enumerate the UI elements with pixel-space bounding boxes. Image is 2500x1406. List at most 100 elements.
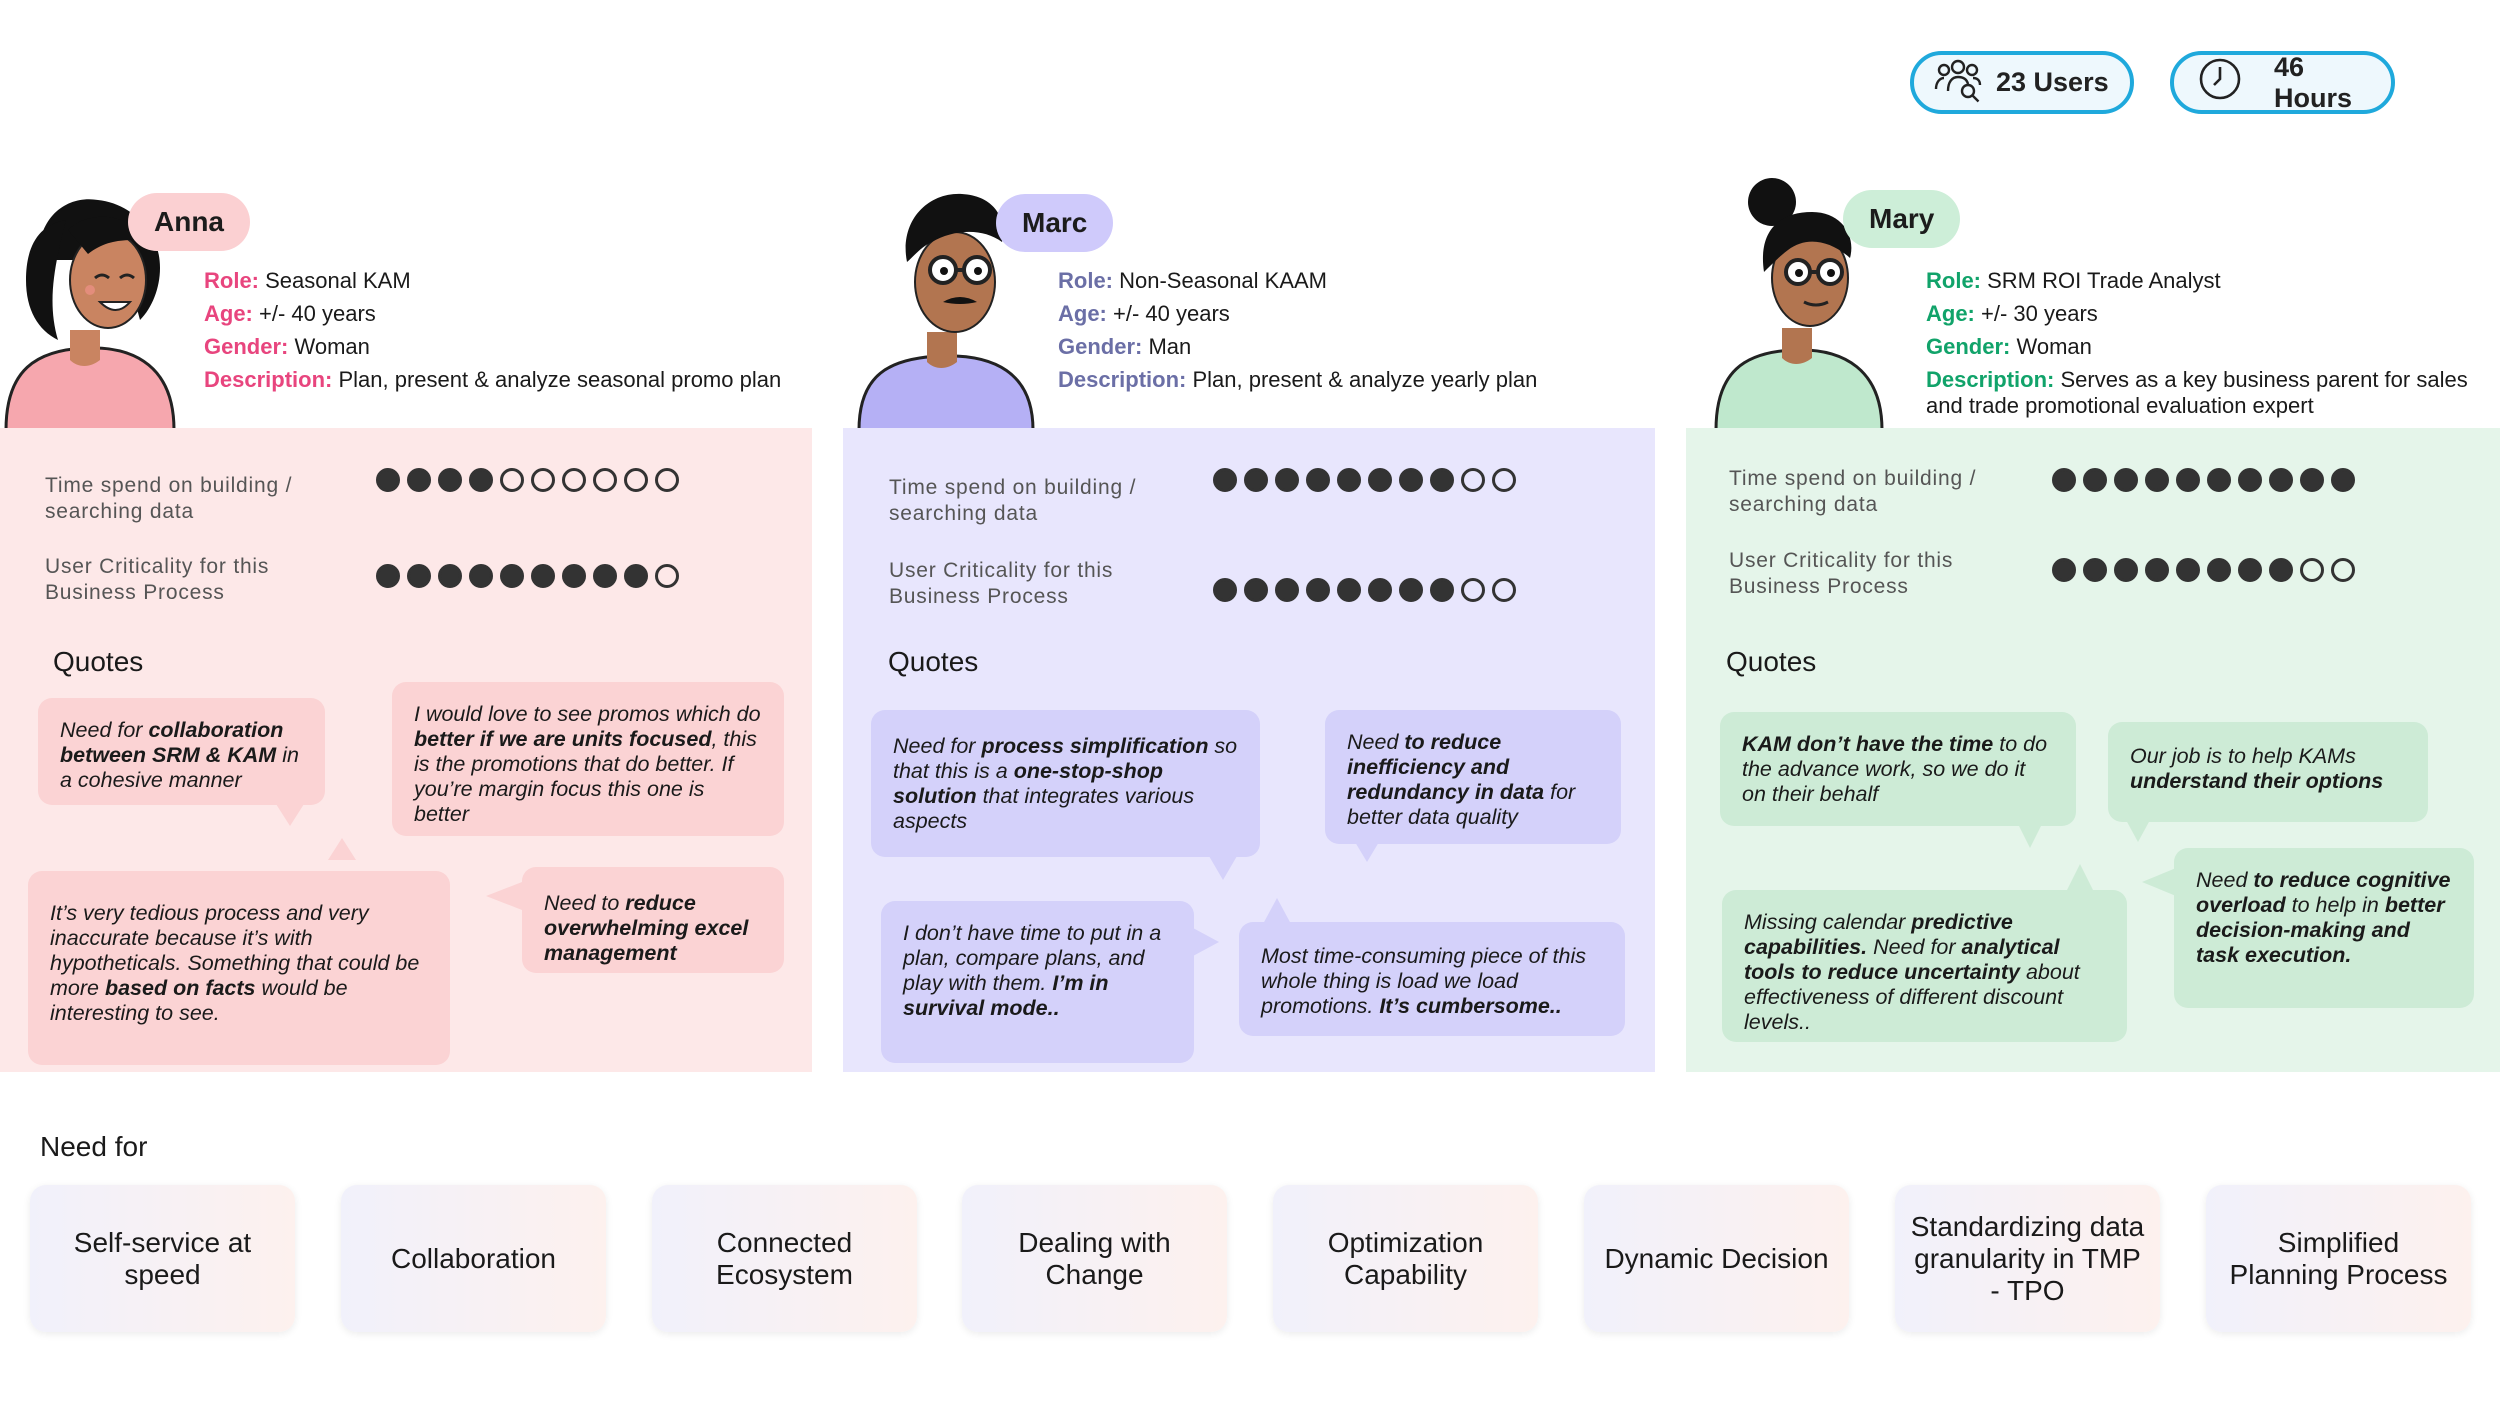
- gender-key: Gender:: [1926, 334, 2011, 359]
- quotes-heading: Quotes: [53, 646, 144, 677]
- rating-dot-filled: [407, 468, 431, 492]
- need-for-card: Standardizing data granularity in TMP - …: [1895, 1185, 2160, 1332]
- mary-name: Mary: [1869, 203, 1935, 234]
- rating-dot-filled: [1399, 578, 1423, 602]
- mary-time-dots: [2052, 468, 2355, 492]
- need-for-card: Self-service at speed: [30, 1185, 295, 1332]
- marc-time-dots: [1213, 468, 1516, 492]
- rating-dot-filled: [2176, 468, 2200, 492]
- rating-dot-empty: [500, 468, 524, 492]
- gender-key: Gender:: [204, 334, 289, 359]
- anna-description: Plan, present & analyze seasonal promo p…: [338, 367, 782, 392]
- rating-dot-filled: [1213, 578, 1237, 602]
- need-for-card: Dealing with Change: [962, 1185, 1227, 1332]
- need-for-card: Optimization Capability: [1273, 1185, 1538, 1332]
- rating-dot-filled: [2052, 468, 2076, 492]
- rating-dot-filled: [2176, 558, 2200, 582]
- rating-dot-filled: [1306, 578, 1330, 602]
- quote-bubble: Need for process simplification so that …: [871, 710, 1260, 857]
- rating-dot-empty: [562, 468, 586, 492]
- quote-bubble: Missing calendar predictive capabilities…: [1722, 890, 2127, 1042]
- rating-dot-filled: [1244, 578, 1268, 602]
- quotes-heading: Quotes: [1726, 646, 1817, 677]
- rating-dot-empty: [1492, 468, 1516, 492]
- anna-info: Role: Seasonal KAM Age: +/- 40 years Gen…: [204, 264, 824, 396]
- description-key: Description:: [204, 367, 333, 392]
- anna-name: Anna: [154, 206, 224, 237]
- quotes-heading: Quotes: [888, 646, 979, 677]
- marc-panel: Time spend on building / searching data …: [843, 428, 1655, 1072]
- description-key: Description:: [1058, 367, 1187, 392]
- users-stat-badge: 23 Users: [1910, 51, 2134, 114]
- rating-dot-filled: [2083, 468, 2107, 492]
- rating-dot-filled: [376, 468, 400, 492]
- anna-criticality-dots: [376, 564, 679, 588]
- quote-bubble: Need to reduce overwhelming excel manage…: [522, 867, 784, 973]
- rating-dot-filled: [2083, 558, 2107, 582]
- anna-name-pill: Anna: [128, 193, 250, 251]
- rating-dot-filled: [2331, 468, 2355, 492]
- rating-dot-filled: [2207, 468, 2231, 492]
- users-stat-label: 23 Users: [1996, 67, 2109, 97]
- rating-dot-filled: [438, 468, 462, 492]
- hours-stat-label: 46 Hours: [2274, 51, 2353, 113]
- rating-dot-filled: [2114, 558, 2138, 582]
- rating-dot-empty: [655, 564, 679, 588]
- rating-dot-filled: [1430, 578, 1454, 602]
- rating-dot-empty: [2331, 558, 2355, 582]
- marc-criticality-dots: [1213, 578, 1516, 602]
- rating-dot-filled: [407, 564, 431, 588]
- rating-dot-filled: [2207, 558, 2231, 582]
- rating-dot-filled: [562, 564, 586, 588]
- rating-dot-filled: [1368, 468, 1392, 492]
- rating-dot-filled: [1399, 468, 1423, 492]
- metric-criticality-label: User Criticality for this Business Proce…: [889, 559, 1114, 608]
- anna-panel: Time spend on building / searching data …: [0, 428, 812, 1072]
- rating-dot-filled: [1306, 468, 1330, 492]
- rating-dot-filled: [2300, 468, 2324, 492]
- rating-dot-filled: [2238, 558, 2262, 582]
- users-search-icon: [1934, 55, 1982, 110]
- quote-bubble: Need for collaboration between SRM & KAM…: [38, 698, 325, 805]
- rating-dot-empty: [1461, 578, 1485, 602]
- rating-dot-filled: [1368, 578, 1392, 602]
- mary-avatar: [1712, 172, 1887, 435]
- rating-dot-filled: [500, 564, 524, 588]
- rating-dot-filled: [1213, 468, 1237, 492]
- mary-age: +/- 30 years: [1981, 301, 2098, 326]
- mary-criticality-dots: [2052, 558, 2355, 582]
- marc-gender: Man: [1148, 334, 1192, 359]
- quote-bubble: I would love to see promos which do bett…: [392, 682, 784, 836]
- marc-name-pill: Marc: [996, 194, 1114, 252]
- rating-dot-empty: [593, 468, 617, 492]
- rating-dot-filled: [1337, 468, 1361, 492]
- clock-icon: [2198, 57, 2242, 108]
- metric-time-label: Time spend on building / searching data: [889, 476, 1137, 525]
- need-for-card: Collaboration: [341, 1185, 606, 1332]
- need-for-card: Dynamic Decision: [1584, 1185, 1849, 1332]
- rating-dot-filled: [438, 564, 462, 588]
- rating-dot-empty: [1492, 578, 1516, 602]
- quote-bubble: KAM don’t have the time to do the advanc…: [1720, 712, 2076, 826]
- marc-info: Role: Non-Seasonal KAAM Age: +/- 40 year…: [1058, 264, 1678, 396]
- marc-avatar: [855, 182, 1040, 435]
- quote-bubble: Most time-consuming piece of this whole …: [1239, 922, 1625, 1036]
- need-for-card: Connected Ecosystem: [652, 1185, 917, 1332]
- role-key: Role:: [1058, 268, 1113, 293]
- anna-time-dots: [376, 468, 679, 492]
- mary-role: SRM ROI Trade Analyst: [1987, 268, 2221, 293]
- mary-info: Role: SRM ROI Trade Analyst Age: +/- 30 …: [1926, 264, 2496, 419]
- marc-role: Non-Seasonal KAAM: [1119, 268, 1328, 293]
- quote-bubble: It’s very tedious process and very inacc…: [28, 871, 450, 1065]
- anna-gender: Woman: [294, 334, 370, 359]
- rating-dot-empty: [655, 468, 679, 492]
- metric-criticality-label: User Criticality for this Business Proce…: [45, 555, 270, 604]
- rating-dot-filled: [376, 564, 400, 588]
- mary-gender: Woman: [2016, 334, 2092, 359]
- rating-dot-filled: [469, 564, 493, 588]
- rating-dot-filled: [1244, 468, 1268, 492]
- rating-dot-empty: [624, 468, 648, 492]
- role-key: Role:: [1926, 268, 1981, 293]
- rating-dot-filled: [531, 564, 555, 588]
- quote-bubble: Need to reduce cognitive overload to hel…: [2174, 848, 2474, 1008]
